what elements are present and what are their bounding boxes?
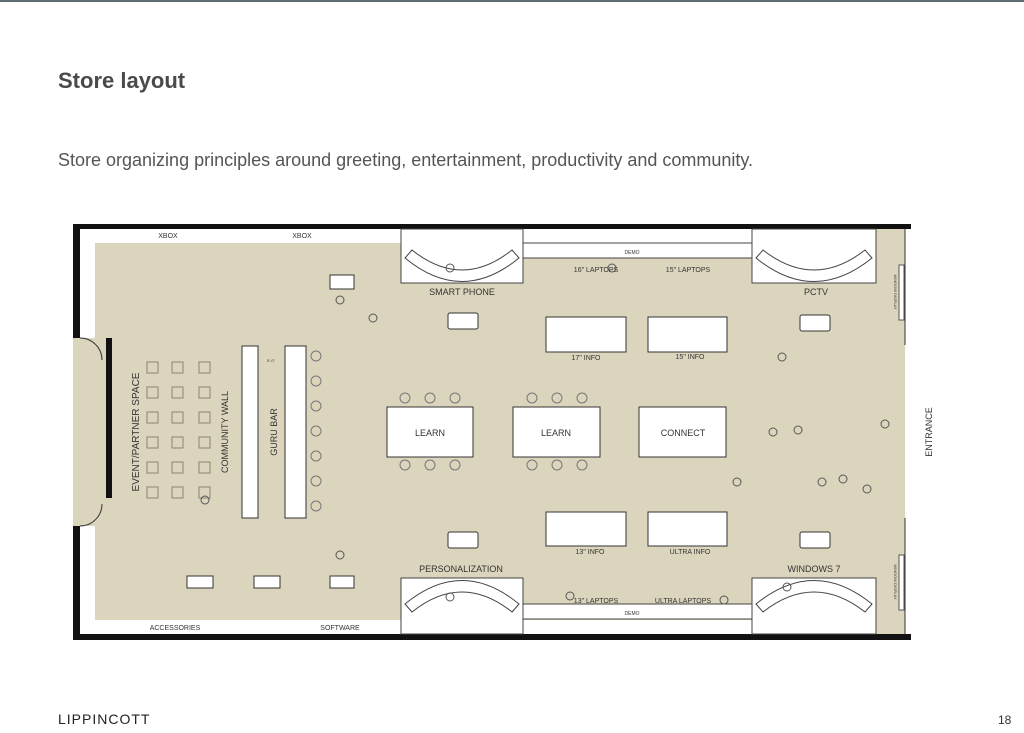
- event-seat: [198, 461, 211, 474]
- window-display-label: WINDOW DISPLAY: [893, 274, 898, 310]
- rear-doorway: [80, 338, 96, 526]
- stool: [399, 392, 411, 404]
- zone-label-xbox: XBOX: [292, 233, 312, 240]
- stool: [310, 375, 322, 387]
- zone-label-pctv: PCTV: [804, 287, 828, 297]
- table-label: 13" INFO: [576, 549, 605, 556]
- entrance-opening: [905, 229, 911, 634]
- page-number: 18: [998, 713, 1012, 727]
- tables: [386, 316, 728, 547]
- event-partition: [106, 338, 112, 498]
- stool: [310, 500, 322, 512]
- event-seating-grid: [146, 361, 211, 499]
- table-label: 17" INFO: [572, 355, 601, 362]
- curved-counter: [755, 580, 873, 613]
- zone-label-smart-phone: SMART PHONE: [429, 287, 495, 297]
- guru-bar-stools: [310, 350, 322, 512]
- stool: [551, 392, 563, 404]
- top-rule: [0, 0, 1024, 2]
- kiosks: [186, 274, 831, 589]
- stool: [424, 459, 436, 471]
- event-seat: [171, 386, 184, 399]
- door-swing-icon: [79, 337, 103, 527]
- curved-counter: [404, 580, 520, 613]
- zone-label-xbox: XBOX: [158, 233, 178, 240]
- window-display: [898, 264, 905, 321]
- zone-label-personalization: PERSONALIZATION: [419, 564, 503, 574]
- event-seat: [171, 361, 184, 374]
- window-display: [898, 554, 905, 611]
- outer-wall-bottom: [73, 638, 911, 640]
- entrance-label: ENTRANCE: [924, 407, 934, 457]
- community-wall: [241, 345, 259, 519]
- window-display-label: WINDOW DISPLAY: [893, 564, 898, 600]
- table-label: ULTRA INFO: [670, 549, 711, 556]
- event-seat: [198, 486, 211, 499]
- event-seat: [171, 411, 184, 424]
- event-seat: [146, 361, 159, 374]
- demo-label: DEMO: [625, 250, 640, 256]
- zone-label-software: SOFTWARE: [320, 625, 360, 632]
- stool: [576, 459, 588, 471]
- event-seat: [171, 436, 184, 449]
- stool: [576, 392, 588, 404]
- laptop-shelf-bottom: [522, 603, 753, 620]
- floor: [95, 243, 905, 620]
- event-seat: [146, 461, 159, 474]
- stool: [424, 392, 436, 404]
- event-seat: [171, 461, 184, 474]
- event-seat: [146, 486, 159, 499]
- zone-label-accessories: ACCESSORIES: [150, 625, 201, 632]
- page-subtitle: Store organizing principles around greet…: [58, 150, 754, 170]
- stool: [310, 400, 322, 412]
- stool: [449, 459, 461, 471]
- laptops-label: 13" LAPTOPS: [574, 598, 619, 605]
- stool: [399, 459, 411, 471]
- event-seat: [146, 436, 159, 449]
- event-space-label: EVENT/PARTNER SPACE: [131, 372, 142, 491]
- event-seat: [146, 411, 159, 424]
- stool: [526, 392, 538, 404]
- event-seat: [198, 411, 211, 424]
- table-label-learn: LEARN: [415, 428, 445, 438]
- event-seat: [198, 386, 211, 399]
- stool: [551, 459, 563, 471]
- event-seat: [198, 361, 211, 374]
- guru-bar-label: GURU BAR: [269, 408, 279, 456]
- person-icons: [200, 263, 890, 605]
- curved-counter: [404, 249, 520, 282]
- doorway-gap: [73, 338, 80, 526]
- stool: [449, 392, 461, 404]
- zone-label-windows7: WINDOWS 7: [788, 564, 841, 574]
- event-seat: [146, 386, 159, 399]
- community-wall-label: COMMUNITY WALL: [220, 391, 230, 473]
- curved-counter: [755, 249, 873, 282]
- event-seat: [171, 486, 184, 499]
- page-title: Store layout: [58, 68, 186, 93]
- guru-bar: [284, 345, 307, 519]
- laptops-label: ULTRA LAPTOPS: [655, 598, 711, 605]
- stool: [526, 459, 538, 471]
- table-label-connect: CONNECT: [661, 428, 706, 438]
- table-label-learn: LEARN: [541, 428, 571, 438]
- stool: [310, 425, 322, 437]
- dimension-label: 5'-0": [267, 358, 276, 363]
- table-label: 15" INFO: [676, 354, 705, 361]
- demo-label: DEMO: [625, 611, 640, 617]
- stool: [310, 475, 322, 487]
- brand-logo: LIPPINCOTT: [58, 711, 151, 727]
- laptops-label: 16" LAPTOPS: [574, 267, 619, 274]
- stool: [310, 450, 322, 462]
- laptops-label: 15" LAPTOPS: [666, 267, 711, 274]
- event-seat: [198, 436, 211, 449]
- laptop-shelf-top: [522, 242, 753, 259]
- table-stools: [399, 392, 588, 471]
- stool: [310, 350, 322, 362]
